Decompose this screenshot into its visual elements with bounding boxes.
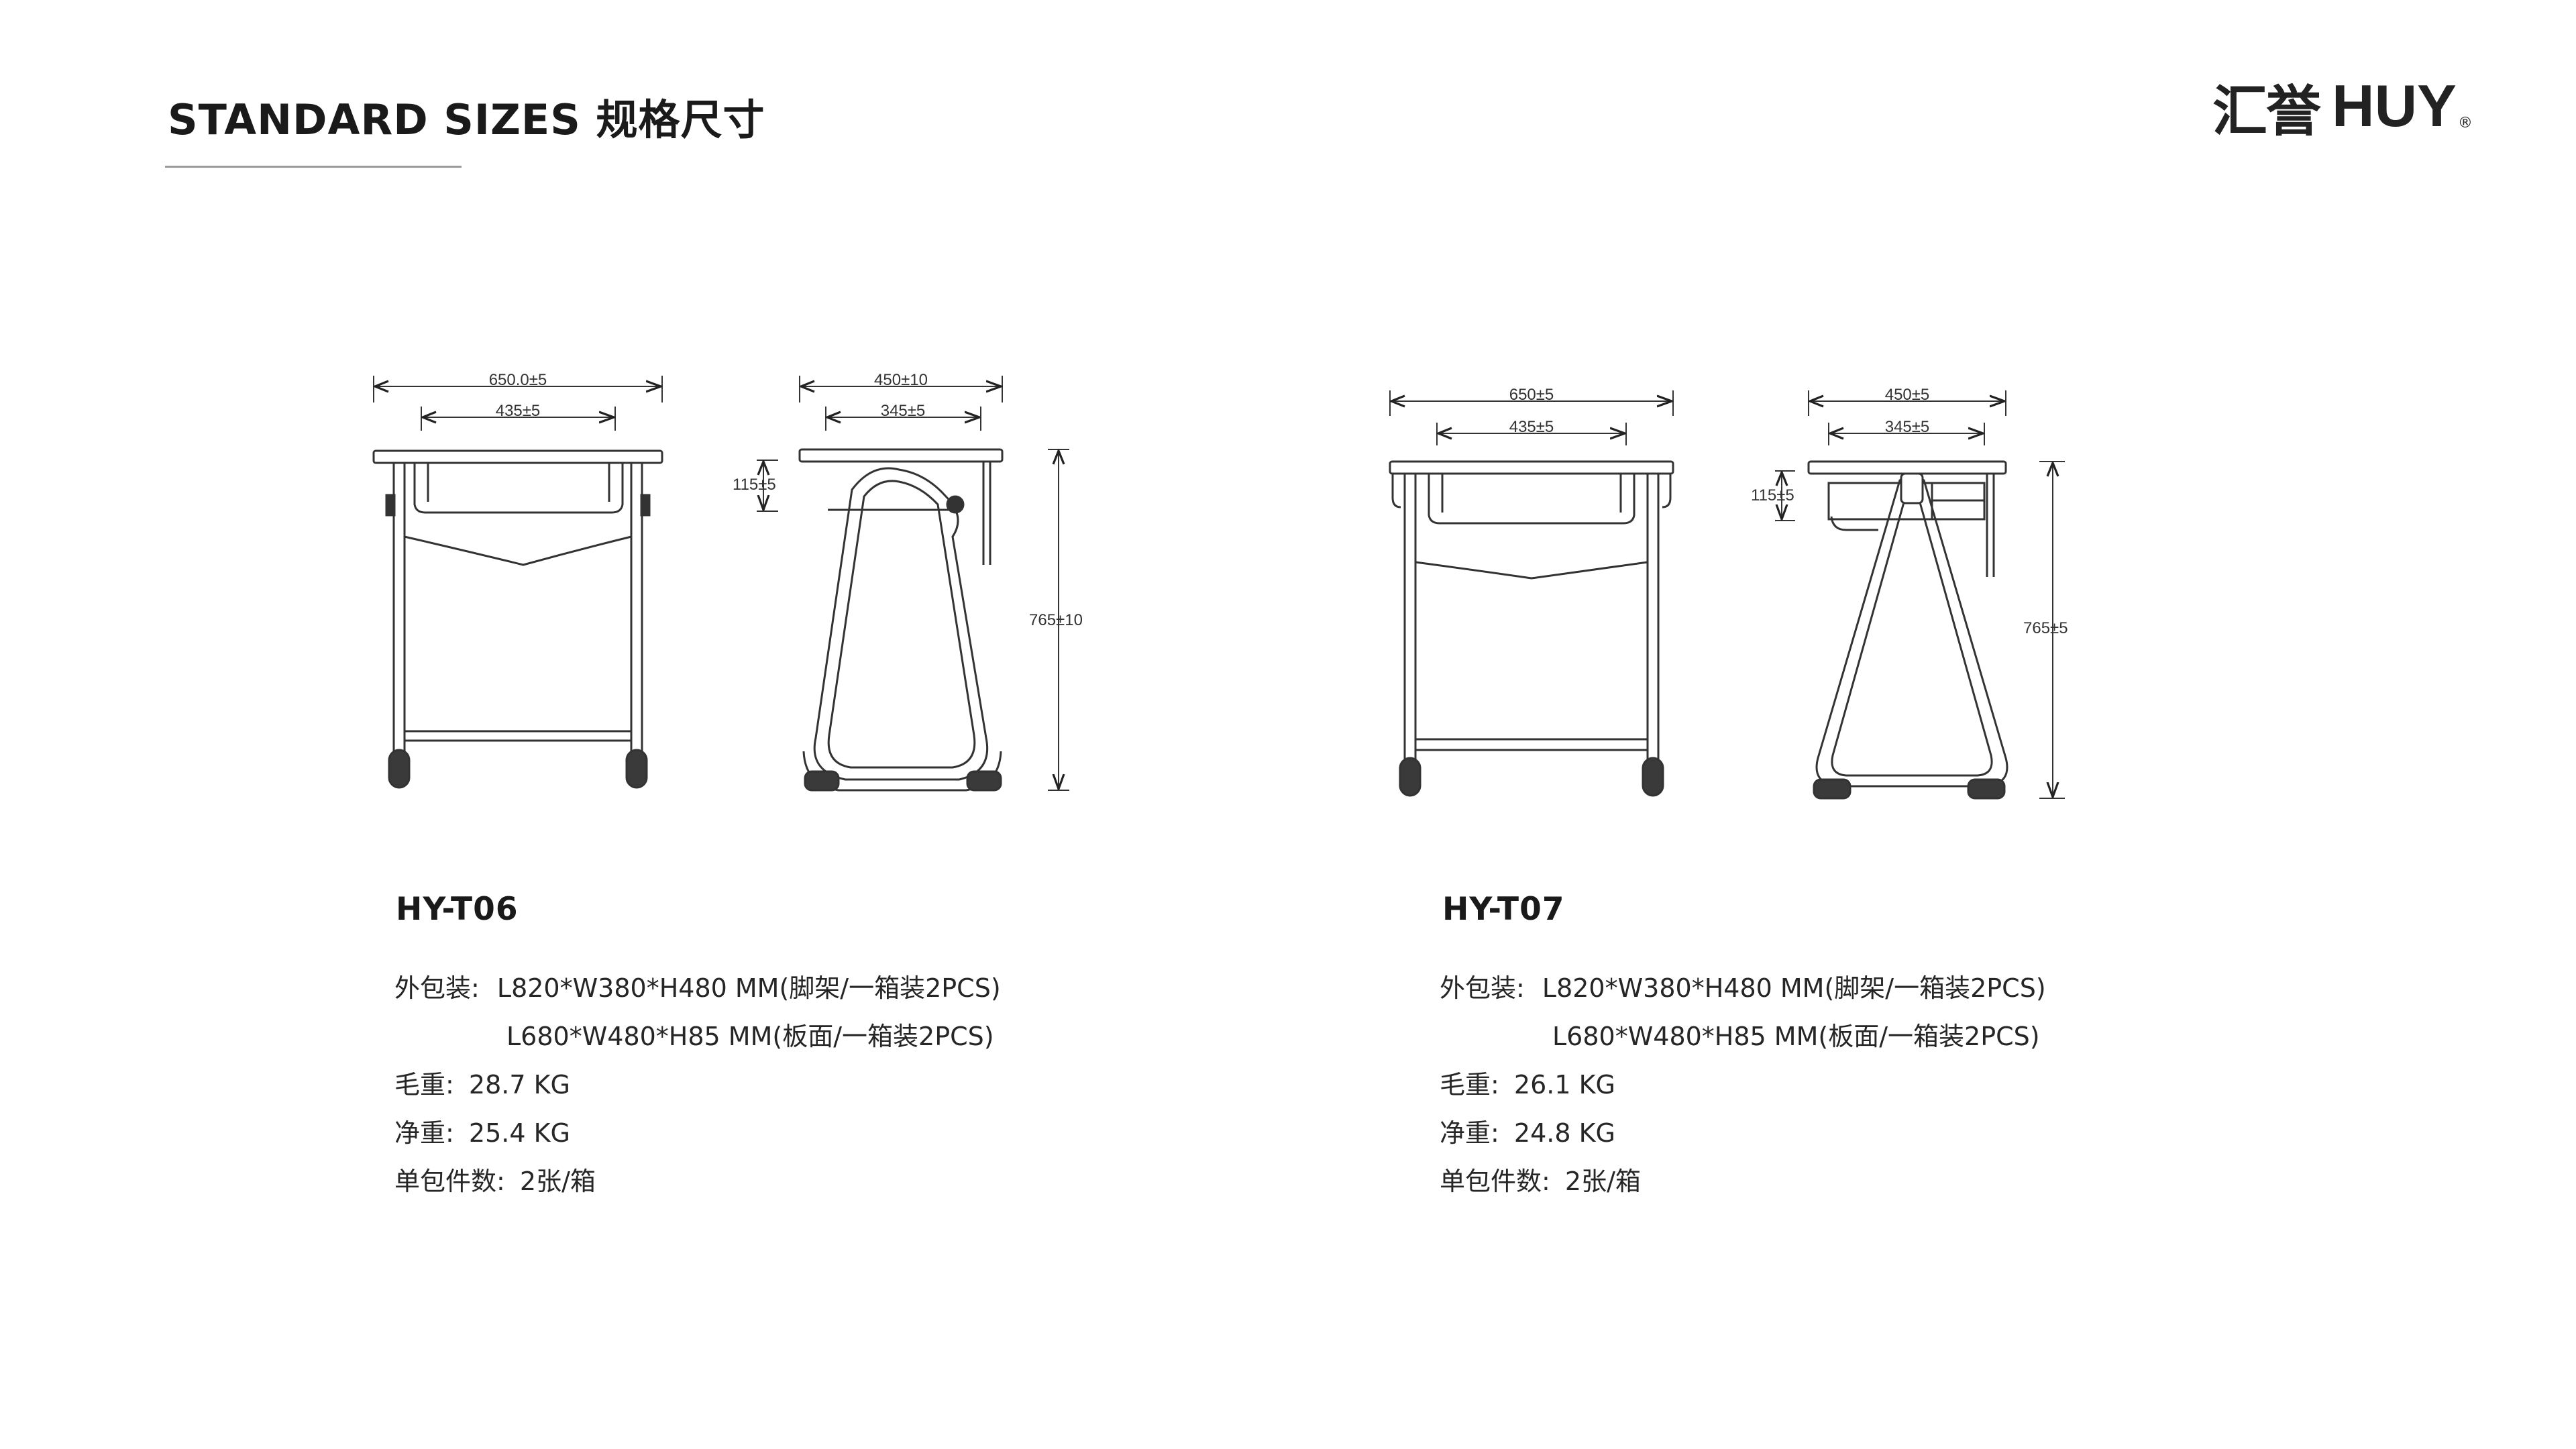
registered-mark: ® — [2457, 115, 2473, 131]
t07-front-inner-label: 435±5 — [1509, 418, 1554, 436]
page-title: STANDARD SIZES 规格尺寸 — [168, 95, 765, 144]
t07-side-view — [1775, 390, 2065, 800]
t07-qty: 单包件数: 2张/箱 — [1440, 1161, 1641, 1197]
t07-gross-value: 26.1 KG — [1513, 1070, 1615, 1099]
logo-english: HUY — [2332, 72, 2457, 139]
t06-gross-weight: 毛重: 28.7 KG — [394, 1064, 570, 1101]
t07-net-value: 24.8 KG — [1513, 1118, 1615, 1148]
t06-side-width-label: 450±10 — [874, 371, 928, 389]
t06-model-name: HY-T06 — [396, 891, 519, 928]
t06-front-width-label: 650.0±5 — [489, 371, 547, 389]
title-underline — [165, 166, 462, 168]
t07-side-inner-label: 345±5 — [1885, 418, 1930, 436]
t06-qty-label: 单包件数: — [394, 1167, 505, 1196]
t06-dimension-labels: 650.0±5 435±5 450±10 345±5 115±5 765±10 — [489, 371, 1083, 629]
t06-front-view — [372, 376, 663, 789]
t06-qty: 单包件数: 2张/箱 — [394, 1161, 596, 1197]
t07-pack-value1: L820*W380*H480 MM(脚架/一箱装2PCS) — [1542, 973, 2046, 1003]
brand-logo: 汇誉 HUY ® — [2212, 72, 2473, 144]
logo-chinese: 汇誉 — [2212, 79, 2321, 144]
t06-drawer-height-label: 115±5 — [733, 476, 776, 494]
t07-side-width-label: 450±5 — [1885, 386, 1930, 404]
t07-qty-label: 单包件数: — [1440, 1167, 1550, 1196]
t07-net-label: 净重: — [1440, 1118, 1499, 1148]
t07-pack-line1: 外包装: L820*W380*H480 MM(脚架/一箱装2PCS) — [1440, 967, 2046, 1004]
t06-pack-label: 外包装: — [394, 973, 480, 1003]
t06-net-weight: 净重: 25.4 KG — [394, 1112, 570, 1149]
t06-qty-value: 2张/箱 — [519, 1167, 596, 1196]
t07-qty-value: 2张/箱 — [1564, 1167, 1641, 1196]
t07-front-width-label: 650±5 — [1509, 386, 1554, 404]
t07-pack-label: 外包装: — [1440, 973, 1525, 1003]
t06-net-label: 净重: — [394, 1118, 454, 1148]
t06-pack-line2: L680*W480*H85 MM(板面/一箱装2PCS) — [506, 1022, 994, 1051]
t07-gross-weight: 毛重: 26.1 KG — [1440, 1064, 1615, 1101]
t07-pack-line2: L680*W480*H85 MM(板面/一箱装2PCS) — [1552, 1022, 2040, 1051]
t06-pack-value1: L820*W380*H480 MM(脚架/一箱装2PCS) — [496, 973, 1001, 1003]
t06-net-value: 25.4 KG — [468, 1118, 570, 1148]
t07-gross-label: 毛重: — [1440, 1070, 1499, 1099]
t07-front-view — [1389, 390, 1674, 797]
t06-pack-line1: 外包装: L820*W380*H480 MM(脚架/一箱装2PCS) — [394, 967, 1001, 1004]
t07-dimension-labels: 650±5 435±5 450±5 345±5 115±5 765±5 — [1509, 386, 2068, 637]
t07-drawer-height-label: 115±5 — [1751, 486, 1794, 504]
t06-gross-label: 毛重: — [394, 1070, 454, 1099]
t06-side-view — [757, 376, 1069, 792]
t06-gross-value: 28.7 KG — [468, 1070, 570, 1099]
t07-model-name: HY-T07 — [1442, 891, 1565, 928]
t06-front-inner-label: 435±5 — [496, 402, 541, 420]
t06-side-inner-label: 345±5 — [881, 402, 926, 420]
t07-total-height-label: 765±5 — [2023, 619, 2068, 637]
t07-net-weight: 净重: 24.8 KG — [1440, 1112, 1615, 1149]
t06-total-height-label: 765±10 — [1029, 611, 1083, 629]
